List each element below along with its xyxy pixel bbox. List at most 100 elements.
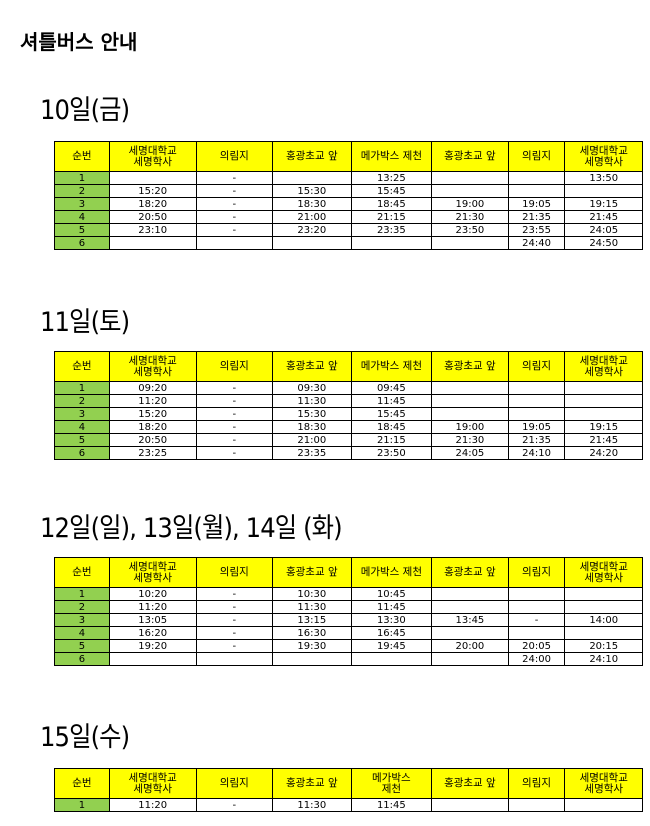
time-cell bbox=[507, 407, 566, 421]
time-cell: 23:50 bbox=[350, 446, 433, 460]
time-cell: 16:45 bbox=[350, 626, 433, 640]
time-cell: 21:35 bbox=[507, 210, 566, 224]
time-cell bbox=[272, 171, 352, 185]
time-cell: 16:20 bbox=[108, 626, 197, 640]
time-cell: 24:00 bbox=[507, 652, 566, 666]
time-cell: 21:15 bbox=[350, 433, 433, 447]
column-header: 홍광초교 앞 bbox=[431, 351, 509, 382]
time-cell: 11:45 bbox=[350, 798, 433, 812]
time-cell: - bbox=[195, 420, 274, 434]
time-cell: 11:20 bbox=[108, 394, 197, 408]
time-cell: 16:30 bbox=[272, 626, 352, 640]
time-cell: 24:05 bbox=[564, 223, 643, 237]
time-cell: 15:45 bbox=[350, 184, 433, 198]
time-cell bbox=[564, 587, 643, 601]
column-header: 의림지 bbox=[195, 351, 274, 382]
section-title-sat-11: 11일(토) bbox=[40, 307, 130, 338]
column-header: 세명대학교 세명학사 bbox=[108, 557, 197, 588]
row-number: 1 bbox=[54, 798, 110, 812]
time-cell: 23:55 bbox=[507, 223, 566, 237]
section-title-sun-mon-tue: 12일(일), 13일(월), 14일 (화) bbox=[40, 513, 343, 544]
time-cell: 21:15 bbox=[350, 210, 433, 224]
time-cell: 13:25 bbox=[350, 171, 433, 185]
row-number: 4 bbox=[54, 210, 110, 224]
section-title-fri-10: 10일(금) bbox=[40, 95, 130, 126]
time-cell bbox=[272, 236, 352, 250]
time-cell: 19:45 bbox=[350, 639, 433, 653]
column-header: 순번 bbox=[54, 557, 110, 588]
time-cell bbox=[507, 394, 566, 408]
column-header: 순번 bbox=[54, 768, 110, 799]
row-number: 5 bbox=[54, 639, 110, 653]
time-cell bbox=[507, 798, 566, 812]
time-cell: - bbox=[195, 798, 274, 812]
column-header: 홍광초교 앞 bbox=[431, 141, 509, 172]
column-header: 의림지 bbox=[507, 557, 566, 588]
time-cell bbox=[507, 600, 566, 614]
time-cell: 18:30 bbox=[272, 420, 352, 434]
time-cell bbox=[564, 381, 643, 395]
column-header: 홍광초교 앞 bbox=[272, 351, 352, 382]
time-cell: 11:45 bbox=[350, 394, 433, 408]
time-cell: 15:30 bbox=[272, 407, 352, 421]
time-cell: - bbox=[195, 626, 274, 640]
time-cell: 23:35 bbox=[272, 446, 352, 460]
column-header: 메가박스 제천 bbox=[350, 768, 433, 799]
time-cell: 19:00 bbox=[431, 197, 509, 211]
time-cell: 11:45 bbox=[350, 600, 433, 614]
time-cell: 20:50 bbox=[108, 210, 197, 224]
row-number: 6 bbox=[54, 652, 110, 666]
time-cell: 24:10 bbox=[507, 446, 566, 460]
row-number: 3 bbox=[54, 613, 110, 627]
time-cell bbox=[350, 652, 433, 666]
time-cell: 09:45 bbox=[350, 381, 433, 395]
row-number: 1 bbox=[54, 171, 110, 185]
time-cell: 15:20 bbox=[108, 184, 197, 198]
time-cell: - bbox=[195, 394, 274, 408]
row-number: 2 bbox=[54, 600, 110, 614]
column-header: 세명대학교 세명학사 bbox=[564, 351, 643, 382]
time-cell bbox=[564, 394, 643, 408]
time-cell: 18:45 bbox=[350, 420, 433, 434]
column-header: 의림지 bbox=[195, 557, 274, 588]
time-cell: 15:45 bbox=[350, 407, 433, 421]
column-header: 세명대학교 세명학사 bbox=[564, 768, 643, 799]
time-cell: 18:45 bbox=[350, 197, 433, 211]
row-number: 4 bbox=[54, 420, 110, 434]
time-cell: 09:30 bbox=[272, 381, 352, 395]
time-cell: 13:05 bbox=[108, 613, 197, 627]
time-cell: 19:15 bbox=[564, 197, 643, 211]
row-number: 3 bbox=[54, 407, 110, 421]
time-cell bbox=[507, 171, 566, 185]
time-cell bbox=[195, 236, 274, 250]
time-cell: 18:20 bbox=[108, 420, 197, 434]
time-cell: 20:15 bbox=[564, 639, 643, 653]
time-cell: 15:20 bbox=[108, 407, 197, 421]
time-cell bbox=[564, 184, 643, 198]
row-number: 4 bbox=[54, 626, 110, 640]
time-cell: 10:30 bbox=[272, 587, 352, 601]
row-number: 1 bbox=[54, 587, 110, 601]
time-cell: 21:00 bbox=[272, 433, 352, 447]
time-cell: 19:30 bbox=[272, 639, 352, 653]
time-cell bbox=[431, 236, 509, 250]
time-cell: 20:05 bbox=[507, 639, 566, 653]
time-cell: 21:35 bbox=[507, 433, 566, 447]
